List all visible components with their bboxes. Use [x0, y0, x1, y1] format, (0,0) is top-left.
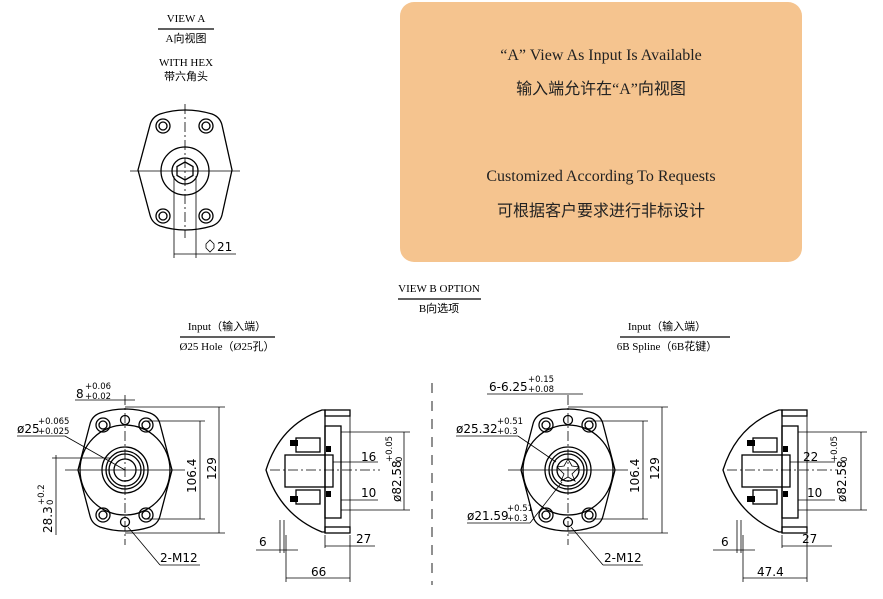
spline-icon	[556, 458, 580, 482]
svg-text:66: 66	[311, 565, 326, 579]
svg-text:+0.025: +0.025	[38, 427, 69, 437]
right-option-title: Input（输入端）	[628, 319, 706, 333]
right-dimensions: 6-6.25 +0.15 +0.08 ø25.32 +0.51 +0.3 ø21…	[456, 375, 850, 579]
info-line-3: Customized According To Requests	[486, 168, 716, 185]
svg-text:22: 22	[803, 450, 818, 464]
view-a-drawing	[130, 104, 240, 258]
svg-text:ø21.59: ø21.59	[467, 509, 509, 523]
svg-text:6: 6	[259, 535, 267, 549]
svg-text:47.4: 47.4	[757, 565, 784, 579]
svg-text:106.4: 106.4	[185, 459, 199, 493]
svg-text:2-M12: 2-M12	[160, 551, 198, 565]
left-front-view	[65, 395, 225, 566]
svg-text:+0.05: +0.05	[385, 436, 395, 462]
svg-text:ø82.58: ø82.58	[390, 460, 404, 502]
svg-text:+0.065: +0.065	[38, 417, 69, 427]
info-line-1: “A” View As Input Is Available	[500, 47, 702, 64]
svg-text:129: 129	[205, 457, 219, 480]
svg-text:6: 6	[721, 535, 729, 549]
svg-text:28.3: 28.3	[41, 506, 55, 533]
svg-text:0: 0	[840, 457, 850, 462]
svg-text:129: 129	[648, 457, 662, 480]
svg-text:ø82.58: ø82.58	[835, 460, 849, 502]
view-a-subtitle: A向视图	[166, 31, 207, 45]
svg-text:ø25: ø25	[17, 422, 40, 436]
left-option-subtitle: Ø25 Hole（Ø25孔）	[179, 340, 274, 353]
hex-label: WITH HEX	[159, 57, 213, 69]
svg-text:10: 10	[807, 486, 822, 500]
right-front-view	[507, 394, 669, 566]
left-option-title: Input（输入端）	[188, 319, 266, 333]
left-dimensions: 8 +0.06 +0.02 ø25 +0.065 +0.025 28.3 +0.…	[17, 382, 405, 579]
right-option-subtitle: 6B Spline（6B花键）	[617, 339, 718, 353]
svg-text:10: 10	[361, 486, 376, 500]
svg-text:+0.3: +0.3	[507, 514, 528, 524]
svg-text:+0.15: +0.15	[528, 375, 554, 385]
svg-text:+0.08: +0.08	[528, 385, 554, 395]
info-box: “A” View As Input Is Available 输入端允许在“A”…	[400, 2, 802, 262]
svg-text:16: 16	[361, 450, 376, 464]
svg-text:+0.05: +0.05	[830, 436, 840, 462]
svg-text:27: 27	[802, 532, 817, 546]
view-b-subtitle: B向选项	[419, 301, 459, 315]
info-line-4: 可根据客户要求进行非标设计	[496, 203, 705, 220]
info-line-2: 输入端允许在“A”向视图	[516, 81, 686, 98]
svg-text:2-M12: 2-M12	[604, 551, 642, 565]
svg-text:+0.3: +0.3	[497, 427, 518, 437]
svg-text:8: 8	[76, 387, 84, 401]
svg-text:+0.02: +0.02	[85, 392, 111, 402]
hex-symbol-icon	[205, 239, 215, 253]
svg-text:ø25.32: ø25.32	[456, 422, 498, 436]
svg-text:6-6.25: 6-6.25	[489, 380, 528, 394]
svg-text:0: 0	[395, 457, 405, 462]
svg-text:+0.51: +0.51	[507, 504, 533, 514]
svg-text:+0.51: +0.51	[497, 417, 523, 427]
left-side-view	[256, 409, 410, 582]
svg-text:+0.2: +0.2	[37, 484, 47, 505]
svg-text:0: 0	[46, 500, 56, 505]
svg-text:106.4: 106.4	[628, 459, 642, 493]
hex-dim: 21	[217, 240, 232, 254]
svg-text:+0.06: +0.06	[85, 382, 111, 392]
view-a-title: VIEW A	[167, 13, 206, 25]
hex-label-cn: 带六角头	[164, 70, 208, 83]
svg-text:27: 27	[356, 532, 371, 546]
view-b-title: VIEW B OPTION	[398, 283, 480, 295]
